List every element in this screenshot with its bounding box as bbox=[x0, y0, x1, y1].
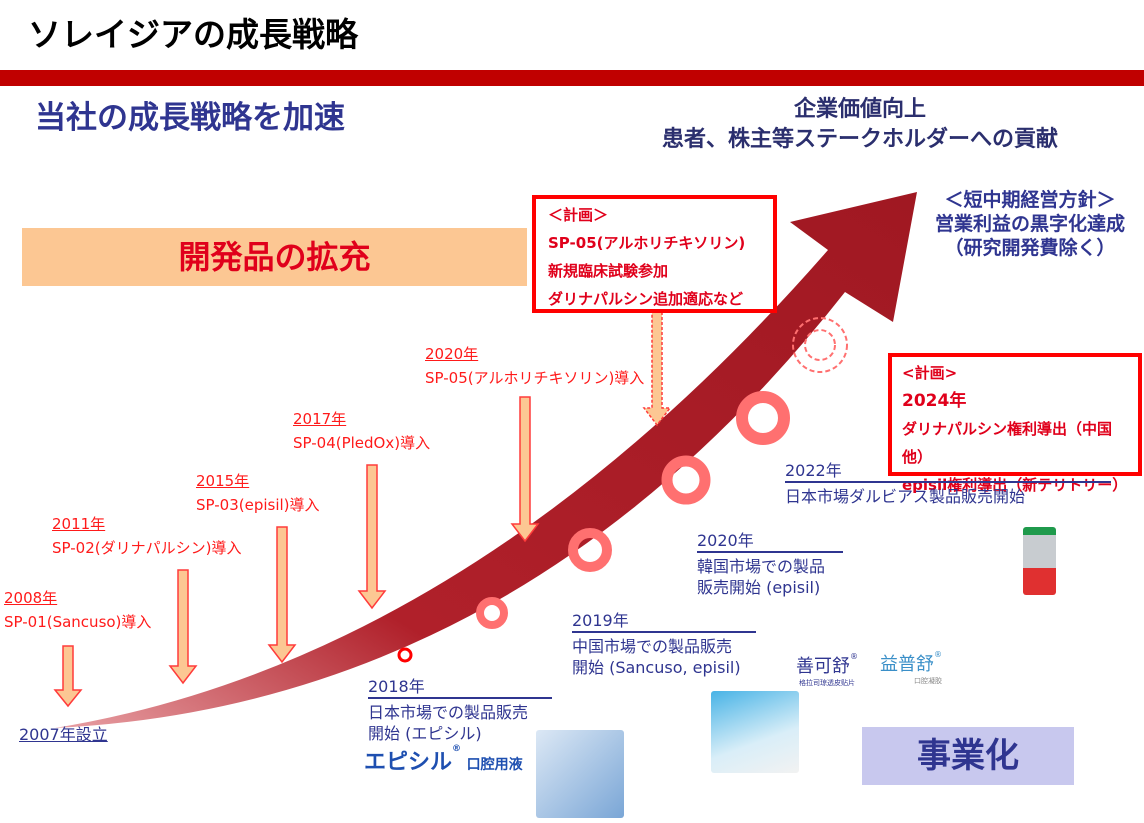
introduction-2015: 2015年 SP-03(episil)導入 bbox=[196, 469, 320, 517]
introduction-2017: 2017年 SP-04(PledOx)導入 bbox=[293, 407, 430, 455]
event: SP-03(episil)導入 bbox=[196, 496, 320, 514]
goal-text: 企業価値向上 患者、株主等ステークホルダーへの貢献 bbox=[600, 95, 1120, 155]
plan-label: ＜計画＞ bbox=[548, 206, 609, 224]
plan-item: 新規臨床試験参加 bbox=[548, 262, 669, 280]
year: 2018年 bbox=[368, 676, 552, 699]
milestone-2018: 2018年日本市場での製品販売開始 (エピシル) bbox=[368, 676, 552, 744]
milestone-ring bbox=[397, 647, 413, 663]
plan-item: ダリナパルシン追加適応など bbox=[548, 290, 744, 308]
darvias-vial-image bbox=[1023, 527, 1056, 595]
subtitle: 当社の成長戦略を加速 bbox=[35, 100, 345, 136]
plan-year: 2024年 bbox=[902, 391, 967, 411]
event: 韓国市場での製品 bbox=[697, 557, 826, 576]
event: 販売開始 (episil) bbox=[697, 578, 821, 597]
title-divider bbox=[0, 70, 1144, 86]
plan-item: SP-05(アルホリチキソリン) bbox=[548, 234, 746, 252]
reg-mark: ® bbox=[850, 652, 858, 661]
business-label: 事業化 bbox=[862, 727, 1074, 785]
development-label: 開発品の拡充 bbox=[22, 228, 527, 286]
policy-note: （研究開発費除く） bbox=[944, 237, 1116, 259]
event: SP-05(アルホリチキソリン)導入 bbox=[425, 369, 645, 387]
episil-jp-logo: エピシル® 口腔用液 bbox=[364, 744, 523, 776]
brand-name: 善可舒 bbox=[796, 656, 850, 677]
event: SP-01(Sancuso)導入 bbox=[4, 613, 152, 631]
growth-arrow bbox=[55, 192, 917, 728]
plan-box-development: ＜計画＞ SP-05(アルホリチキソリン) 新規臨床試験参加 ダリナパルシン追加… bbox=[532, 195, 777, 313]
milestone-ring bbox=[661, 455, 711, 505]
year: 2019年 bbox=[572, 610, 756, 633]
event: SP-02(ダリナパルシン)導入 bbox=[52, 539, 242, 557]
policy-line: 営業利益の黒字化達成 bbox=[934, 213, 1125, 235]
year: 2011年 bbox=[52, 515, 106, 533]
brand-name: 益普舒 bbox=[880, 654, 934, 675]
down-arrow bbox=[510, 396, 540, 543]
event: 開始 (エピシル) bbox=[368, 724, 482, 743]
reg-mark: ® bbox=[452, 744, 462, 754]
brand-sub: 口腔凝胶 bbox=[914, 677, 942, 685]
brand-sub: 格拉司琼透皮贴片 bbox=[799, 679, 855, 687]
year: 2020年 bbox=[425, 345, 479, 363]
plan-box-business: <計画> 2024年 ダリナパルシン権利導出（中国他） episil権利導出（新… bbox=[888, 353, 1142, 494]
goal-line2: 患者、株主等ステークホルダーへの貢献 bbox=[661, 127, 1058, 152]
event: 開始 (Sancuso, episil) bbox=[572, 658, 741, 677]
milestone-ring bbox=[476, 597, 508, 629]
plan-label: <計画> bbox=[902, 364, 958, 382]
planned-down-arrow bbox=[642, 311, 672, 427]
brand-name: エピシル bbox=[364, 750, 453, 775]
sancuso-product-image bbox=[711, 691, 799, 773]
planned-ring bbox=[804, 329, 836, 361]
down-arrow bbox=[53, 645, 83, 708]
introduction-2011: 2011年 SP-02(ダリナパルシン)導入 bbox=[52, 512, 241, 560]
down-arrow bbox=[267, 526, 297, 664]
planned-ring bbox=[792, 317, 848, 373]
introduction-2008: 2008年 SP-01(Sancuso)導入 bbox=[4, 586, 151, 634]
reg-mark: ® bbox=[934, 650, 942, 659]
policy-text: ＜短中期経営方針＞ 営業利益の黒字化達成 （研究開発費除く） bbox=[910, 188, 1144, 260]
milestone-ring bbox=[736, 391, 790, 445]
event: 日本市場での製品販売 bbox=[368, 703, 529, 722]
slide-title: ソレイジアの成長戦略 bbox=[28, 15, 358, 54]
year: 2008年 bbox=[4, 589, 58, 607]
year: 2017年 bbox=[293, 410, 347, 428]
plan-item: episil権利導出（新テリトリー） bbox=[902, 476, 1128, 494]
event: 中国市場での製品販売 bbox=[572, 637, 733, 656]
introduction-2020: 2020年 SP-05(アルホリチキソリン)導入 bbox=[425, 342, 644, 390]
year: 2020年 bbox=[697, 530, 843, 553]
founded-label: 2007年設立 bbox=[19, 725, 108, 744]
episil-cn-logo: 益普舒® 口腔凝胶 bbox=[880, 650, 942, 686]
plan-item: ダリナパルシン権利導出（中国他） bbox=[902, 420, 1113, 466]
policy-heading: ＜短中期経営方針＞ bbox=[944, 189, 1116, 211]
milestone-2019: 2019年中国市場での製品販売開始 (Sancuso, episil) bbox=[572, 610, 756, 678]
milestone-2022: 2022年日本市場ダルビアス製品販売開始 bbox=[785, 460, 1111, 507]
down-arrow bbox=[168, 569, 198, 685]
event: 日本市場ダルビアス製品販売開始 bbox=[785, 487, 1026, 506]
goal-line1: 企業価値向上 bbox=[793, 97, 926, 122]
year: 2022年 bbox=[785, 460, 1111, 483]
milestone-ring bbox=[568, 528, 612, 572]
event: SP-04(PledOx)導入 bbox=[293, 434, 431, 452]
brand-sub: 口腔用液 bbox=[466, 757, 523, 773]
down-arrow bbox=[357, 464, 387, 610]
sancuso-cn-logo: 善可舒® 格拉司琼透皮贴片 bbox=[796, 652, 858, 688]
episil-product-image bbox=[536, 730, 624, 818]
milestone-2020: 2020年韓国市場での製品販売開始 (episil) bbox=[697, 530, 843, 598]
year: 2015年 bbox=[196, 472, 250, 490]
